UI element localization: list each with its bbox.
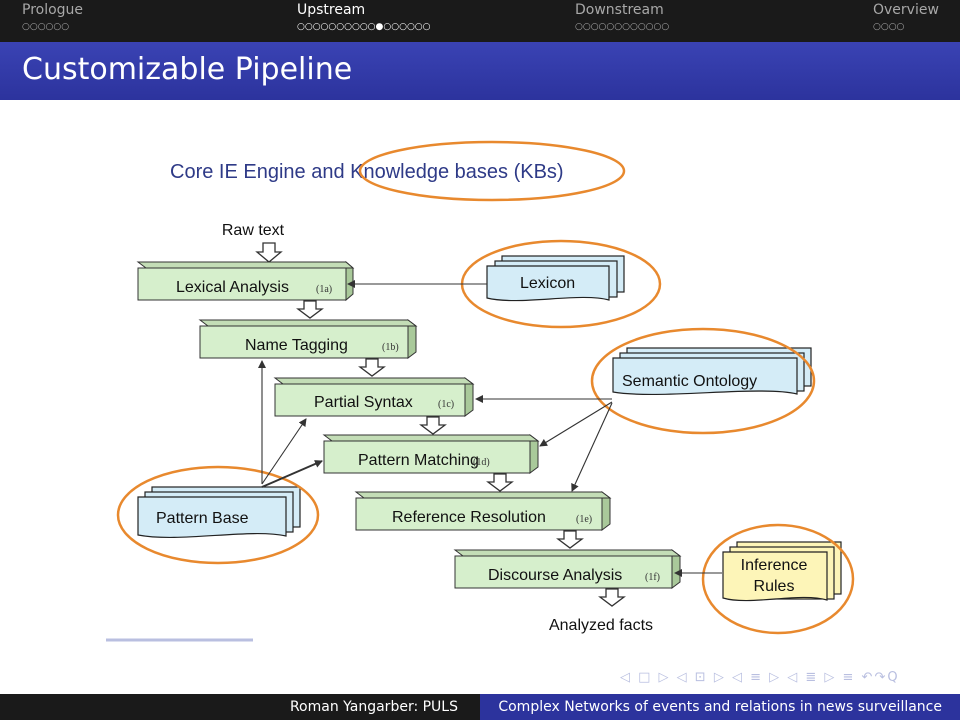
nav-dots-overview[interactable]: ○○○○ xyxy=(873,22,905,32)
stage-label: Partial Syntax xyxy=(314,394,413,411)
pattern-base-highlight-ellipse xyxy=(116,465,320,565)
stage-code: (1b) xyxy=(382,342,399,353)
kb-connectors xyxy=(258,280,722,577)
kb-label: Lexicon xyxy=(520,275,575,292)
stage-lexical-analysis: Lexical Analysis (1a) xyxy=(136,260,355,302)
input-arrow xyxy=(255,242,283,263)
kb-inference-rules: Inference Rules xyxy=(722,541,842,602)
stage-discourse-analysis: Discourse Analysis (1f) xyxy=(453,549,682,589)
kb-label-line1: Inference xyxy=(741,557,808,574)
nav-dots-upstream[interactable]: ○○○○○○○○○○●○○○○○○ xyxy=(297,22,431,32)
stage-name-tagging: Name Tagging (1b) xyxy=(198,319,418,359)
kb-label: Semantic Ontology xyxy=(622,373,757,390)
analyzed-facts-label: Analyzed facts xyxy=(549,617,653,634)
kb-semantic-ontology: Semantic Ontology xyxy=(612,347,812,396)
stage-code: (1d) xyxy=(473,457,490,468)
stage-label: Pattern Matching xyxy=(358,452,479,469)
stage-reference-resolution: Reference Resolution (1e) xyxy=(354,491,612,531)
stage-label: Reference Resolution xyxy=(392,509,546,526)
diagram-heading: Core IE Engine and Knowledge bases (KBs) xyxy=(170,161,564,183)
diagram-heading-prefix: Core IE Engine and xyxy=(170,161,350,183)
footer: Roman Yangarber: PULS Complex Networks o… xyxy=(0,694,960,720)
kb-label-line2: Rules xyxy=(754,578,795,595)
ontology-highlight-ellipse xyxy=(590,327,816,435)
nav-section-prologue[interactable]: Prologue xyxy=(22,2,84,18)
stage-code: (1a) xyxy=(316,284,332,295)
rules-highlight-ellipse xyxy=(701,523,855,635)
stage-partial-syntax: Partial Syntax (1c) xyxy=(273,377,475,417)
diagram-heading-highlight: Knowledge bases (KBs) xyxy=(350,161,563,183)
kb-label: Pattern Base xyxy=(156,510,249,527)
nav-dots-prologue[interactable]: ○○○○○○ xyxy=(22,22,70,32)
title-bar xyxy=(0,42,960,100)
stage-pattern-matching: Pattern Matching (1d) xyxy=(322,434,540,474)
footer-author: Roman Yangarber: PULS xyxy=(0,694,480,720)
nav-section-overview[interactable]: Overview xyxy=(873,2,939,18)
kb-highlight-ellipse xyxy=(358,140,626,202)
nav-dots-downstream[interactable]: ○○○○○○○○○○○○ xyxy=(575,22,670,32)
footer-talk-title: Complex Networks of events and relations… xyxy=(480,694,960,720)
stage-label: Name Tagging xyxy=(245,337,348,354)
stage-label: Lexical Analysis xyxy=(176,279,289,296)
nav-section-upstream[interactable]: Upstream xyxy=(297,2,366,18)
kb-pattern-base: Pattern Base xyxy=(137,486,301,539)
stage-code: (1e) xyxy=(576,514,592,525)
navigation-bar: Prologue ○○○○○○ Upstream ○○○○○○○○○○●○○○○… xyxy=(0,0,960,42)
stage-label: Discourse Analysis xyxy=(488,567,622,584)
stage-code: (1f) xyxy=(645,572,660,583)
stage-flow-arrows xyxy=(296,300,626,607)
raw-text-label: Raw text xyxy=(222,222,285,239)
nav-section-downstream[interactable]: Downstream xyxy=(575,2,664,18)
beamer-navigation-controls[interactable]: ◁ □ ▷ ◁ ⊡ ▷ ◁ ≡ ▷ ◁ ≣ ▷ ≡ ↶↷Q xyxy=(620,670,900,685)
kb-lexicon: Lexicon xyxy=(486,255,625,302)
pipeline-diagram: Core IE Engine and Knowledge bases (KBs)… xyxy=(106,140,855,642)
slide-title: Customizable Pipeline xyxy=(22,52,353,87)
stage-code: (1c) xyxy=(438,399,454,410)
